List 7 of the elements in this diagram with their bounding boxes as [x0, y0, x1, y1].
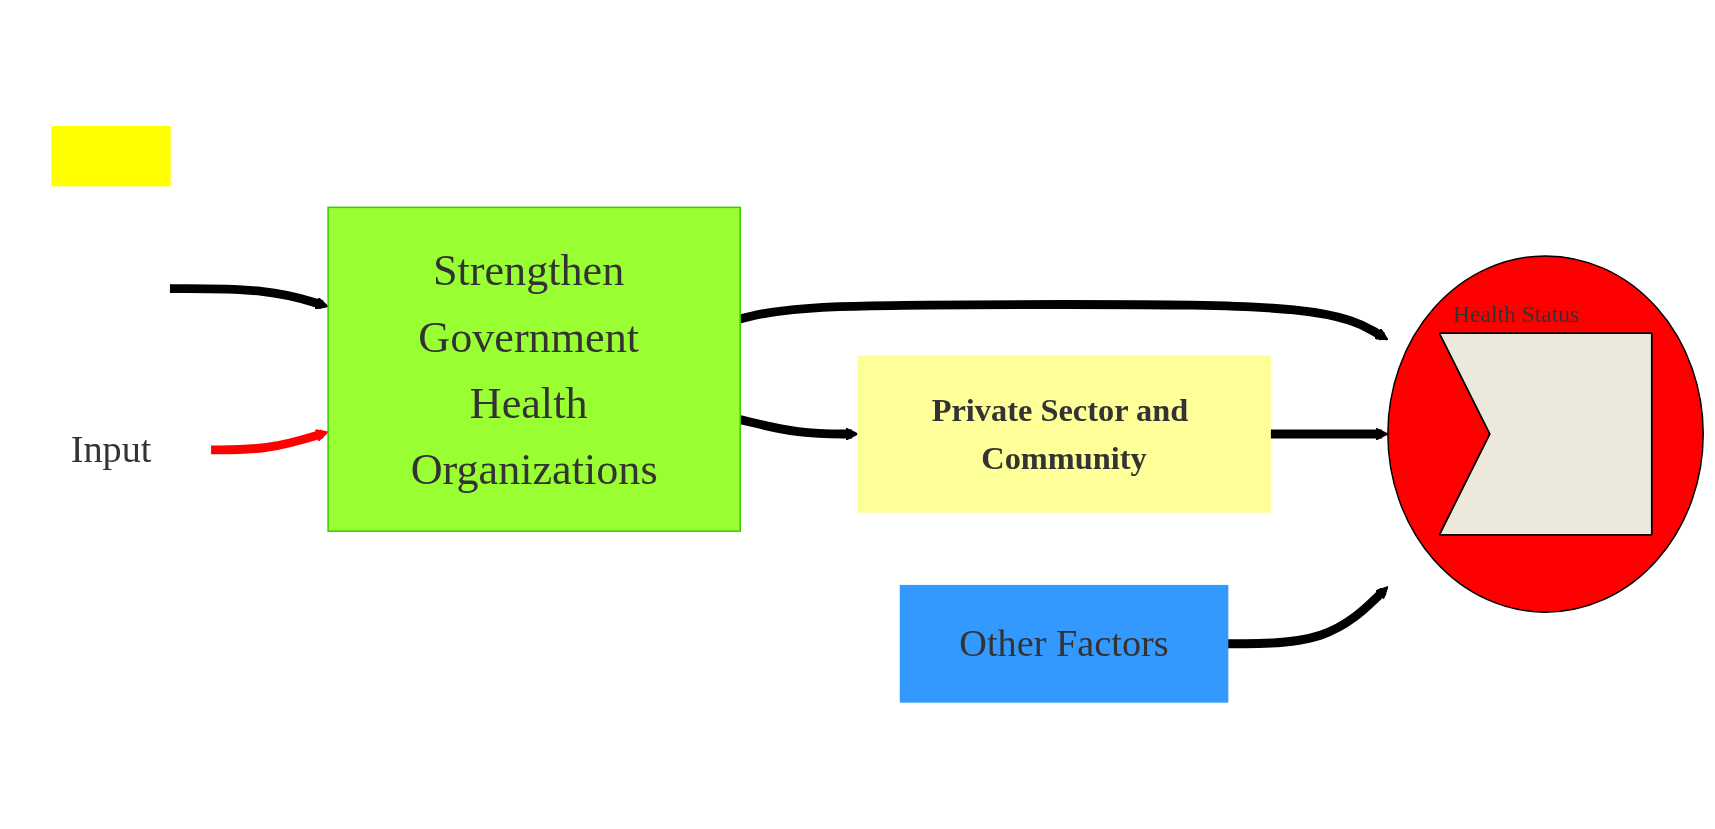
node-box [51, 126, 171, 187]
node-text: Input [70, 428, 152, 472]
node-box: Private Sector and Community [857, 355, 1271, 513]
arrow [210, 429, 329, 455]
node-box: Strengthen Government Health Organizations [327, 206, 741, 533]
arrow [169, 284, 329, 310]
node-box: Other Factors [899, 585, 1229, 703]
